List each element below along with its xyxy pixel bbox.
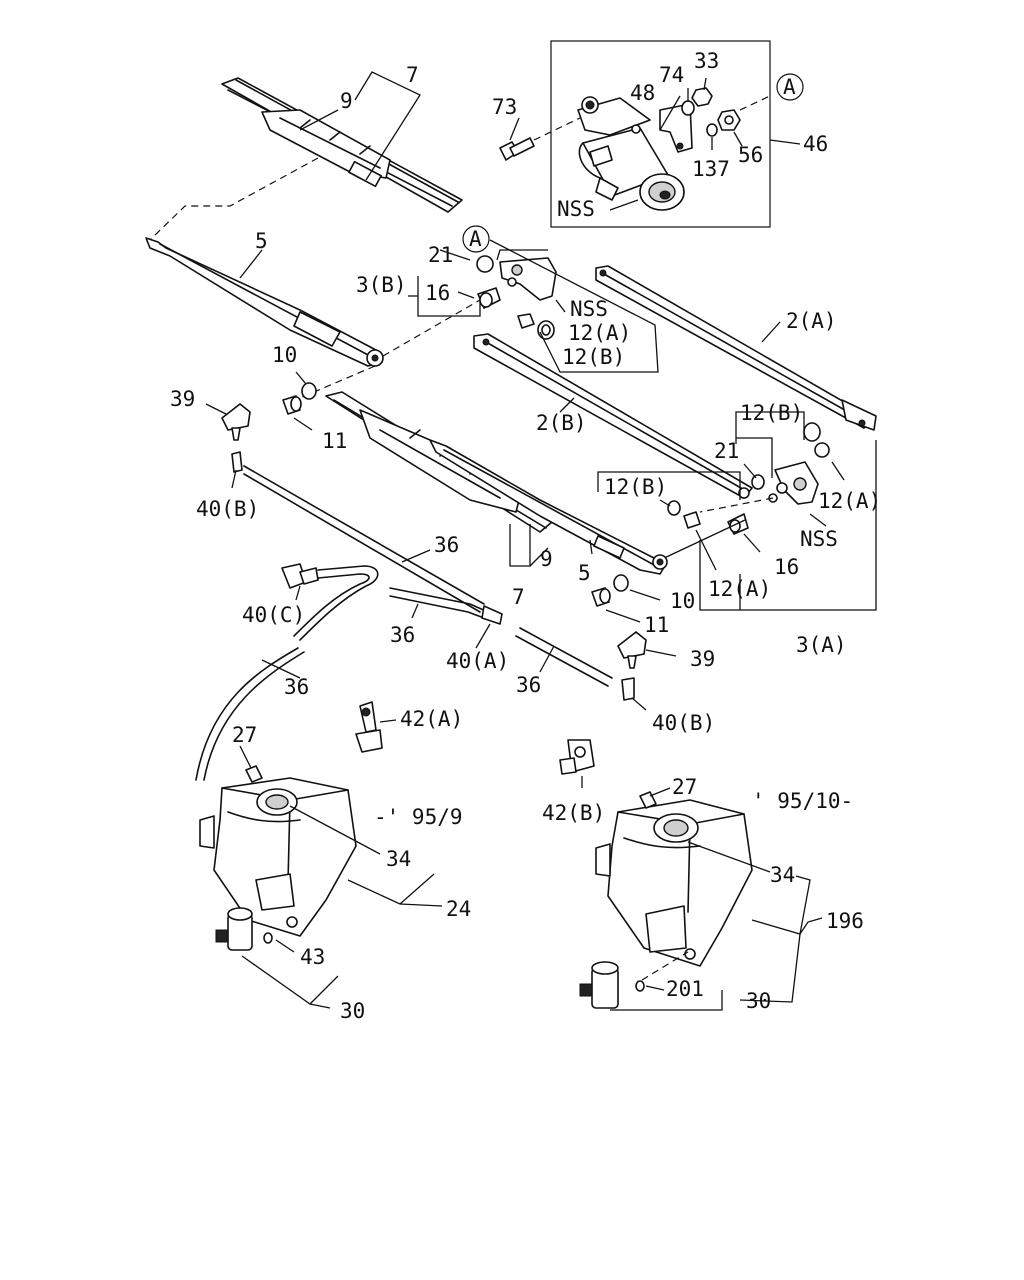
callout-36-middle: 36	[390, 623, 415, 647]
callout-9-upper: 9	[340, 89, 353, 113]
washer-nozzle-right	[617, 631, 647, 669]
callout-27-right: 27	[672, 775, 697, 799]
callout-42a: 42(A)	[400, 707, 463, 731]
callout-12b-upper: 12(B)	[562, 345, 625, 369]
callout-7-upper: 7	[406, 63, 419, 87]
callout-40a: 40(A)	[446, 649, 509, 673]
callout-201: 201	[666, 977, 704, 1001]
callout-36-right: 36	[516, 673, 541, 697]
callout-5-upper: 5	[255, 229, 268, 253]
callout-nss-linkage-upper: NSS	[570, 297, 608, 321]
lower-wiper-arm	[429, 439, 668, 575]
callout-34-left: 34	[386, 847, 411, 871]
callout-48: 48	[630, 81, 655, 105]
callout-40c: 40(C)	[242, 603, 305, 627]
callout-2b: 2(B)	[536, 411, 587, 435]
callout-12a-upper: 12(A)	[568, 321, 631, 345]
link-rod-2b	[473, 333, 753, 499]
callout-3a: 3(A)	[796, 633, 847, 657]
callout-date-95-9: -' 95/9	[374, 805, 463, 829]
callout-46: 46	[803, 132, 828, 156]
callout-7-lower: 7	[512, 585, 525, 609]
callout-36-left: 36	[284, 675, 309, 699]
callout-3b: 3(B)	[356, 273, 407, 297]
callout-2a: 2(A)	[786, 309, 837, 333]
washer-tank-right	[595, 799, 753, 967]
linkage-upper	[476, 255, 557, 340]
callout-30-right: 30	[746, 989, 771, 1013]
callout-date-95-10: ' 95/10-	[752, 789, 853, 813]
callout-10-upper: 10	[272, 343, 297, 367]
callout-196: 196	[826, 909, 864, 933]
hose-clip-42a	[355, 701, 383, 753]
hose-clip-42b	[559, 739, 595, 775]
callout-56: 56	[738, 143, 763, 167]
callout-11-upper: 11	[322, 429, 347, 453]
callout-40b-right: 40(B)	[652, 711, 715, 735]
callout-16-upper: 16	[425, 281, 450, 305]
callout-16-lower: 16	[774, 555, 799, 579]
bolt-73	[499, 137, 535, 161]
callout-21-right: 21	[714, 439, 739, 463]
wiper-motor-inset	[499, 40, 801, 228]
callout-12a-right: 12(A)	[818, 489, 881, 513]
reference-marker-a-linkage	[462, 225, 490, 253]
nut-cap-lower	[591, 574, 629, 607]
washer-pump-left	[215, 907, 273, 951]
callout-40b-left: 40(B)	[196, 497, 259, 521]
washer-hoses	[195, 451, 635, 781]
callout-5-lower: 5	[578, 561, 591, 585]
callout-11-lower: 11	[644, 613, 669, 637]
callout-39-left: 39	[170, 387, 195, 411]
washer-pump-right	[579, 961, 645, 1009]
reference-marker-a-top	[776, 73, 804, 101]
wiper-motor-illustration	[577, 96, 685, 211]
callout-27-left: 27	[232, 723, 257, 747]
link-rod-2a	[595, 265, 877, 431]
callout-12b-right-top: 12(B)	[740, 401, 803, 425]
washer-nozzle-left	[221, 403, 251, 441]
callout-39-right: 39	[690, 647, 715, 671]
callout-9-lower: 9	[540, 547, 553, 571]
callout-137: 137	[692, 157, 730, 181]
callout-24: 24	[446, 897, 471, 921]
callout-nss-motor: NSS	[557, 197, 595, 221]
callout-a-top: A	[783, 75, 796, 99]
washer-tank-left	[199, 777, 357, 937]
callout-labels: 7 9 5 73 74 33 48 A 46 137 56 NSS 21 A 3…	[170, 49, 881, 1023]
callout-33: 33	[694, 49, 719, 73]
callout-nss-linkage-right: NSS	[800, 527, 838, 551]
lower-wiper-blade	[325, 391, 553, 533]
callout-10-lower: 10	[670, 589, 695, 613]
callout-36-upper: 36	[434, 533, 459, 557]
upper-wiper-blade	[221, 77, 463, 213]
nut-cap-upper	[282, 382, 317, 415]
callout-43: 43	[300, 945, 325, 969]
callout-12a-lower: 12(A)	[708, 577, 771, 601]
callout-12b-right: 12(B)	[604, 475, 667, 499]
callout-73: 73	[492, 95, 517, 119]
callout-74: 74	[659, 63, 684, 87]
callout-34-right: 34	[770, 863, 795, 887]
linkage-right	[667, 422, 830, 535]
callout-30-left: 30	[340, 999, 365, 1023]
callout-42b: 42(B)	[542, 801, 605, 825]
callout-21-upper: 21	[428, 243, 453, 267]
upper-wiper-arm	[145, 237, 384, 367]
callout-a-linkage: A	[469, 227, 482, 251]
